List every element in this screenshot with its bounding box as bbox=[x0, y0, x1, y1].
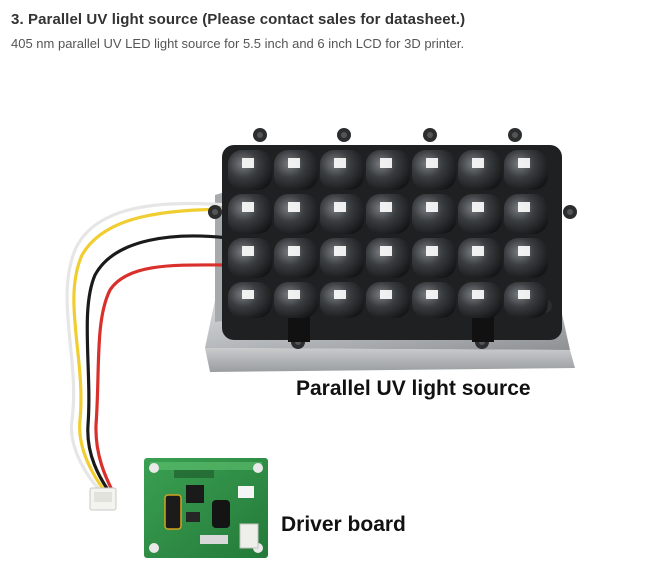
driver-board bbox=[144, 458, 268, 558]
lens-array bbox=[208, 128, 577, 349]
driver-board-label: Driver board bbox=[281, 513, 406, 536]
section-heading: 3. Parallel UV light source (Please cont… bbox=[11, 11, 466, 28]
section-description: 405 nm parallel UV LED light source for … bbox=[11, 36, 465, 51]
wire-connector bbox=[89, 487, 117, 511]
light-source-label: Parallel UV light source bbox=[296, 377, 531, 400]
wire-harness bbox=[65, 201, 230, 492]
